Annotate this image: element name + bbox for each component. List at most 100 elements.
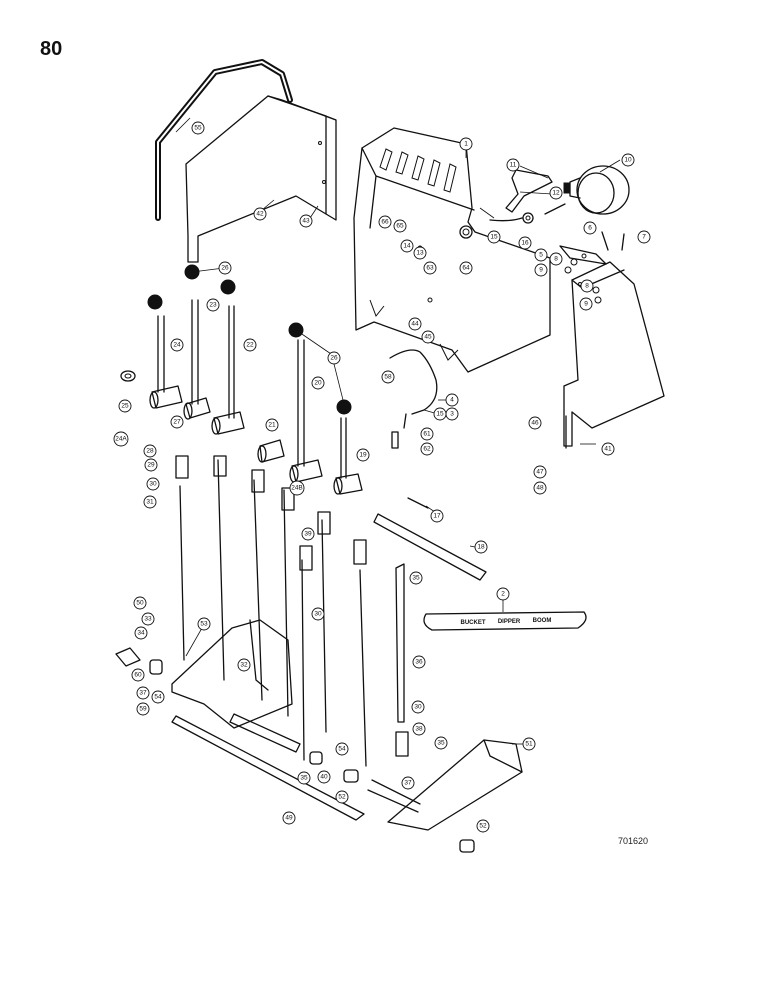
svg-text:43: 43: [302, 218, 310, 225]
svg-text:35: 35: [437, 740, 445, 747]
callout-part-50: 50: [133, 596, 147, 610]
control-levers: [120, 264, 363, 495]
callout-part-7: 7: [637, 230, 651, 244]
svg-text:46: 46: [531, 420, 539, 427]
svg-text:23: 23: [209, 302, 217, 309]
callout-part-43: 43: [299, 214, 313, 228]
svg-text:34: 34: [137, 630, 145, 637]
svg-text:53: 53: [200, 621, 208, 628]
callout-part-48: 48: [533, 481, 547, 495]
callout-part-54: 54: [151, 690, 165, 704]
svg-text:30: 30: [149, 481, 157, 488]
bushings: [115, 647, 475, 853]
callout-part-18: 18: [474, 540, 488, 554]
mounting-bracket-part-5: [559, 245, 607, 265]
svg-text:8: 8: [585, 283, 589, 290]
svg-text:45: 45: [424, 334, 432, 341]
callout-part-52: 52: [476, 819, 490, 833]
svg-text:40: 40: [320, 774, 328, 781]
callout-part-15: 15: [433, 407, 447, 421]
callout-part-63: 63: [423, 261, 437, 275]
callout-part-19: 19: [356, 448, 370, 462]
callout-part-30: 30: [146, 477, 160, 491]
svg-text:12: 12: [552, 190, 560, 197]
cross-shaft-part-49: [171, 713, 421, 821]
callout-part-3: 3: [445, 407, 459, 421]
callout-part-26: 26: [327, 351, 341, 365]
svg-text:38: 38: [415, 726, 423, 733]
svg-text:24B: 24B: [291, 485, 303, 492]
callout-part-34: 34: [134, 626, 148, 640]
svg-text:48: 48: [536, 485, 544, 492]
callout-part-16: 16: [518, 236, 532, 250]
svg-text:60: 60: [134, 672, 142, 679]
callout-part-24: 24: [170, 338, 184, 352]
svg-text:33: 33: [144, 616, 152, 623]
svg-text:22: 22: [246, 342, 254, 349]
svg-text:62: 62: [423, 446, 431, 453]
foot-pedal-part-51: [387, 739, 523, 831]
svg-text:11: 11: [510, 162, 517, 169]
callout-part-8: 8: [549, 252, 563, 266]
svg-text:8: 8: [554, 256, 558, 263]
callout-part-35: 35: [297, 771, 311, 785]
svg-text:28: 28: [146, 448, 154, 455]
wiring-harness: [389, 349, 438, 449]
callout-part-20: 20: [311, 376, 325, 390]
svg-text:6: 6: [588, 225, 592, 232]
svg-text:18: 18: [477, 544, 485, 551]
callout-part-38: 38: [412, 722, 426, 736]
page-number: 80: [40, 38, 63, 60]
svg-text:9: 9: [539, 267, 543, 274]
linkage-rods: [175, 455, 409, 767]
svg-text:49: 49: [285, 815, 293, 822]
svg-text:32: 32: [240, 662, 248, 669]
callout-layer: 1 2 3 4 5 6 7 8 8 9 9 10 11 12 13 14 15 …: [113, 121, 651, 833]
callout-part-30: 30: [411, 700, 425, 714]
callout-part-25: 25: [118, 399, 132, 413]
callout-part-53: 53: [197, 617, 211, 631]
svg-text:50: 50: [136, 600, 144, 607]
svg-text:15: 15: [436, 411, 444, 418]
svg-text:13: 13: [416, 250, 424, 257]
svg-text:9: 9: [584, 301, 588, 308]
callout-part-10: 10: [621, 153, 635, 167]
callout-part-37: 37: [401, 776, 415, 790]
right-side-panel-part-41: [563, 261, 665, 447]
svg-text:4: 4: [450, 397, 454, 404]
svg-text:24A: 24A: [115, 436, 127, 443]
svg-text:65: 65: [396, 223, 404, 230]
callout-part-35: 35: [434, 736, 448, 750]
nameplate-label-bucket: BUCKET: [461, 620, 486, 626]
callout-part-58: 58: [381, 370, 395, 384]
callout-part-5: 5: [534, 248, 548, 262]
svg-text:51: 51: [525, 741, 533, 748]
svg-text:27: 27: [173, 419, 181, 426]
callout-part-44: 44: [408, 317, 422, 331]
callout-part-60: 60: [131, 668, 145, 682]
callout-part-54: 54: [335, 742, 349, 756]
svg-text:63: 63: [426, 265, 434, 272]
callout-part-65: 65: [393, 219, 407, 233]
svg-text:5: 5: [539, 252, 543, 259]
control-nameplate-part-2: BUCKET DIPPER BOOM: [423, 611, 587, 631]
svg-text:10: 10: [624, 157, 632, 164]
callout-part-14: 14: [400, 239, 414, 253]
svg-text:54: 54: [338, 746, 346, 753]
foot-pedal-plate-part-53: [171, 619, 293, 729]
callout-part-13: 13: [413, 246, 427, 260]
work-light-part-10: [563, 165, 630, 215]
small-hardware-upper-right: [489, 203, 625, 304]
callout-part-31: 31: [143, 495, 157, 509]
callout-part-51: 51: [522, 737, 536, 751]
callout-part-39: 39: [301, 527, 315, 541]
light-bracket-part-11: [505, 169, 553, 213]
svg-text:30: 30: [314, 611, 322, 618]
callout-part-8: 8: [580, 279, 594, 293]
svg-text:15: 15: [490, 234, 498, 241]
callout-part-55: 55: [191, 121, 205, 135]
callout-part-41: 41: [601, 442, 615, 456]
callout-part-27: 27: [170, 415, 184, 429]
svg-text:20: 20: [314, 380, 322, 387]
callout-part-35: 35: [409, 571, 423, 585]
